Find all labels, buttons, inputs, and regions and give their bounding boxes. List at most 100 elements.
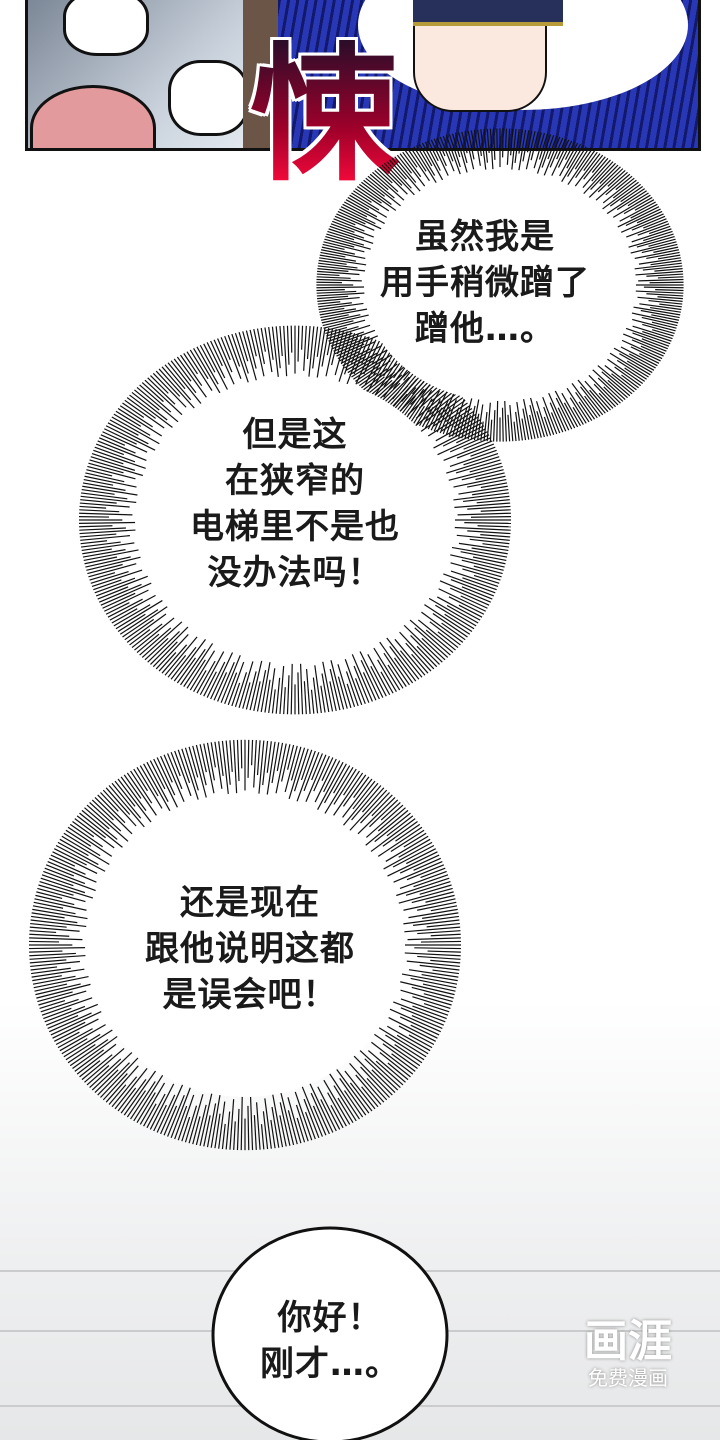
bubble-spike — [184, 1105, 198, 1143]
bubble-spike — [55, 844, 109, 874]
bubble-spike — [160, 1084, 184, 1135]
bubble-spike — [210, 1091, 222, 1148]
bubble-spike — [251, 739, 254, 766]
bubble-spike — [115, 410, 142, 427]
bubble-spike — [316, 276, 351, 279]
bubble-spike — [203, 743, 215, 794]
bubble-spike — [439, 572, 496, 594]
bubble-spike — [136, 1092, 156, 1124]
bubble-spike — [328, 1073, 360, 1120]
bubble-spike — [353, 190, 372, 203]
bubble-spike — [400, 1007, 445, 1026]
bubble-spike — [317, 296, 360, 302]
bubble-spike — [329, 331, 365, 345]
bubble-spike — [123, 1070, 157, 1116]
bubble-spike — [388, 1017, 436, 1042]
bubble-spike — [177, 1094, 195, 1141]
bubble-spike — [290, 663, 293, 715]
bubble-spike — [133, 768, 148, 792]
bubble-spike — [220, 337, 231, 361]
bubble-spike — [430, 905, 458, 912]
bubble-spike — [609, 183, 641, 207]
bubble-spike — [417, 619, 456, 651]
bubble-spike — [320, 249, 366, 260]
bubble-spike — [412, 996, 451, 1009]
bubble-spike — [472, 488, 509, 496]
bubble-spike — [480, 509, 511, 512]
bubble-spike — [89, 802, 122, 832]
bubble-spike — [584, 380, 611, 411]
bubble-spike — [351, 192, 380, 211]
bubble-spike — [57, 1028, 93, 1049]
bubble-spike — [287, 747, 306, 803]
bubble-spike — [113, 413, 151, 436]
bubble-spike — [416, 386, 454, 419]
bubble-spike — [602, 177, 635, 204]
bubble-spike — [643, 286, 684, 289]
bubble-spike — [413, 146, 439, 186]
bubble-spike — [311, 753, 323, 781]
bubble-spike — [231, 682, 241, 707]
bubble-spike — [233, 740, 238, 794]
bubble-spike — [427, 391, 448, 430]
bubble-spike — [136, 766, 163, 809]
bubble-spike — [628, 353, 656, 369]
bubble-spike — [31, 915, 78, 924]
bubble-spike — [340, 782, 379, 829]
bubble-spike — [50, 1009, 106, 1036]
bubble-spike — [133, 1071, 166, 1122]
bubble-spike — [130, 770, 153, 804]
bubble-spike — [622, 326, 671, 345]
bubble-spike — [361, 181, 392, 205]
bubble-spike — [425, 629, 454, 654]
bubble-spike — [421, 637, 446, 661]
bubble-spike — [249, 660, 263, 711]
bubble-spike — [403, 926, 461, 933]
bubble-spike — [170, 1084, 193, 1139]
bubble-spike — [206, 342, 226, 379]
bubble-spike — [79, 1060, 101, 1078]
bubble-spike — [146, 1093, 166, 1129]
bubble-spike — [333, 1066, 370, 1114]
bubble-spike — [29, 930, 57, 934]
bubble-spike — [651, 314, 680, 321]
bubble-spike — [126, 772, 157, 816]
bubble-spike — [535, 401, 549, 437]
watermark-tagline: 免费漫画 — [588, 1366, 668, 1390]
bubble-spike — [183, 353, 198, 375]
bubble-spike — [102, 592, 136, 609]
bubble-spike — [55, 1031, 80, 1046]
bubble-spike — [482, 543, 509, 548]
bubble-spike — [332, 220, 374, 238]
bubble-spike — [342, 774, 367, 807]
bubble-spike — [199, 344, 216, 373]
bubble-spike — [611, 373, 635, 393]
bubble-spike — [529, 404, 539, 439]
bubble-spike — [29, 947, 86, 950]
bubble-spike — [604, 365, 637, 391]
bubble-spike — [330, 223, 355, 233]
bubble-spike — [402, 388, 425, 419]
eye — [63, 0, 149, 56]
bubble-spike — [54, 848, 87, 866]
bubble-spike — [80, 495, 141, 504]
bubble-spike — [333, 1085, 357, 1122]
bubble-spike — [607, 379, 628, 399]
bubble-spike — [575, 391, 596, 420]
bubble-spike — [283, 687, 286, 715]
bubble-spike — [65, 1029, 114, 1061]
bubble-spike — [85, 472, 125, 483]
bubble-spike — [94, 796, 133, 835]
bubble-spike — [448, 134, 461, 168]
bubble-spike — [607, 358, 644, 385]
bubble-spike — [339, 1078, 367, 1116]
bubble-spike — [72, 821, 95, 838]
bubble-spike — [432, 402, 468, 427]
bubble-spike — [333, 218, 365, 232]
bubble-spike — [427, 389, 456, 413]
bubble-spike — [323, 241, 365, 253]
bubble-spike — [195, 1104, 207, 1146]
bubble-spike — [410, 635, 440, 665]
spiky-speech-bubble — [79, 325, 511, 715]
bubble-spike — [354, 678, 366, 705]
